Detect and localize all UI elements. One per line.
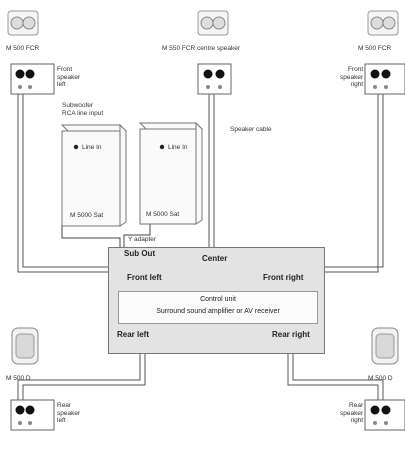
sub-out-label: Sub Out <box>124 249 156 258</box>
subwoofer-right <box>138 121 204 225</box>
rear-right-speaker-icon <box>371 327 399 365</box>
rca-jack-right-icon <box>159 144 165 150</box>
front-left-speaker-icon <box>7 10 39 36</box>
rear-right-output-label: Rear right <box>272 330 310 339</box>
terminal-rear-left <box>10 399 55 431</box>
rear-right-model-label: M 500 D <box>368 375 393 382</box>
center-output-label: Center <box>202 254 228 263</box>
control-unit-subtitle: Surround sound amplifier or AV receiver <box>156 308 280 315</box>
terminal-center <box>197 63 232 95</box>
speaker-cable-label: Speaker cable <box>230 126 272 133</box>
control-unit-title: Control unit <box>200 296 236 303</box>
right-line-in-label: Line In <box>168 144 188 151</box>
front-left-output-label: Front left <box>127 273 162 282</box>
subwoofer-left <box>60 123 128 227</box>
front-left-model-label: M 500 FCR <box>6 45 40 52</box>
front-right-output-label: Front right <box>263 273 304 282</box>
control-unit-panel <box>118 291 318 324</box>
left-subwoofer-model-label: M 5000 Sat <box>70 212 104 219</box>
terminal-rear-right <box>364 399 405 431</box>
center-speaker-icon <box>197 10 229 36</box>
rear-left-output-label: Rear left <box>117 330 150 339</box>
left-line-in-label: Line In <box>82 144 102 151</box>
rca-jack-left-icon <box>73 144 79 150</box>
front-right-model-label: M 500 FCR <box>358 45 392 52</box>
y-adapter-label: Y adapter <box>128 236 157 243</box>
rear-left-model-label: M 500 D <box>6 375 31 382</box>
front-right-speaker-icon <box>367 10 399 36</box>
right-subwoofer-model-label: M 5000 Sat <box>146 211 180 218</box>
rear-left-speaker-icon <box>11 327 39 365</box>
terminal-front-right <box>364 63 405 95</box>
center-model-label: M 550 FCR centre speaker <box>162 45 241 52</box>
speaker-cables <box>17 94 384 400</box>
terminal-front-left <box>10 63 55 95</box>
